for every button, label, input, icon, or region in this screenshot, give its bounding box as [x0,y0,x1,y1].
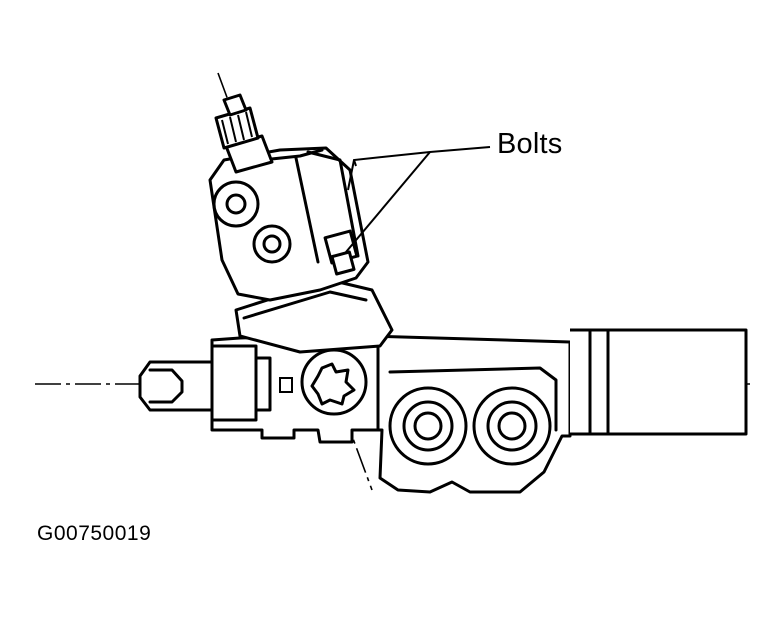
mounting-bushings [388,386,552,466]
bolts-leader-lines [345,146,491,253]
input-shaft [214,93,274,174]
valve-body [208,146,370,302]
pinion-collar [300,348,368,416]
figure-id-label: G00750019 [37,522,152,545]
tie-rod-end [138,360,214,412]
bolts-callout-label: Bolts [497,128,563,160]
rack-tube [570,328,748,436]
